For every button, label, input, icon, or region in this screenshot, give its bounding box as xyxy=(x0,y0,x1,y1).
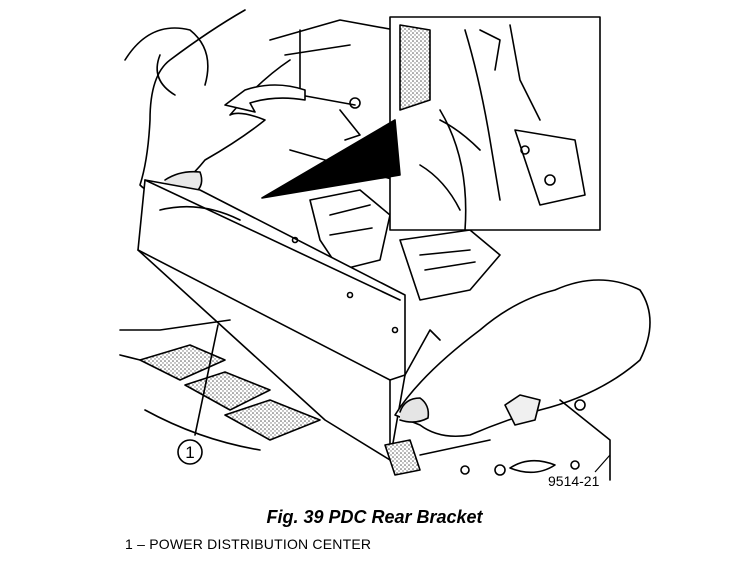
rotation-arrow-icon xyxy=(224,84,306,113)
right-side-components xyxy=(419,394,611,481)
inset-pointer xyxy=(261,119,401,199)
callout-circle xyxy=(177,439,203,465)
mounting-brackets xyxy=(119,319,321,451)
technical-illustration: 1 9514-21 xyxy=(119,9,651,489)
legend-item-separator: – xyxy=(137,536,146,552)
legend: 1 – POWER DISTRIBUTION CENTER xyxy=(125,536,371,552)
pdc-rear-bracket-drawing: 1 9514-21 xyxy=(119,9,651,489)
detail-inset xyxy=(389,16,601,231)
callout-number: 1 xyxy=(185,443,194,462)
legend-item-text: POWER DISTRIBUTION CENTER xyxy=(149,536,372,552)
engine-compartment xyxy=(124,19,501,301)
figure-caption: Fig. 39 PDC Rear Bracket xyxy=(266,507,483,527)
left-hand xyxy=(139,9,291,195)
legend-item-number: 1 xyxy=(125,536,133,552)
figure-code: 9514-21 xyxy=(548,473,600,489)
right-hand xyxy=(394,279,651,438)
power-distribution-center-box xyxy=(137,179,441,461)
callout-leader-line xyxy=(194,324,219,436)
